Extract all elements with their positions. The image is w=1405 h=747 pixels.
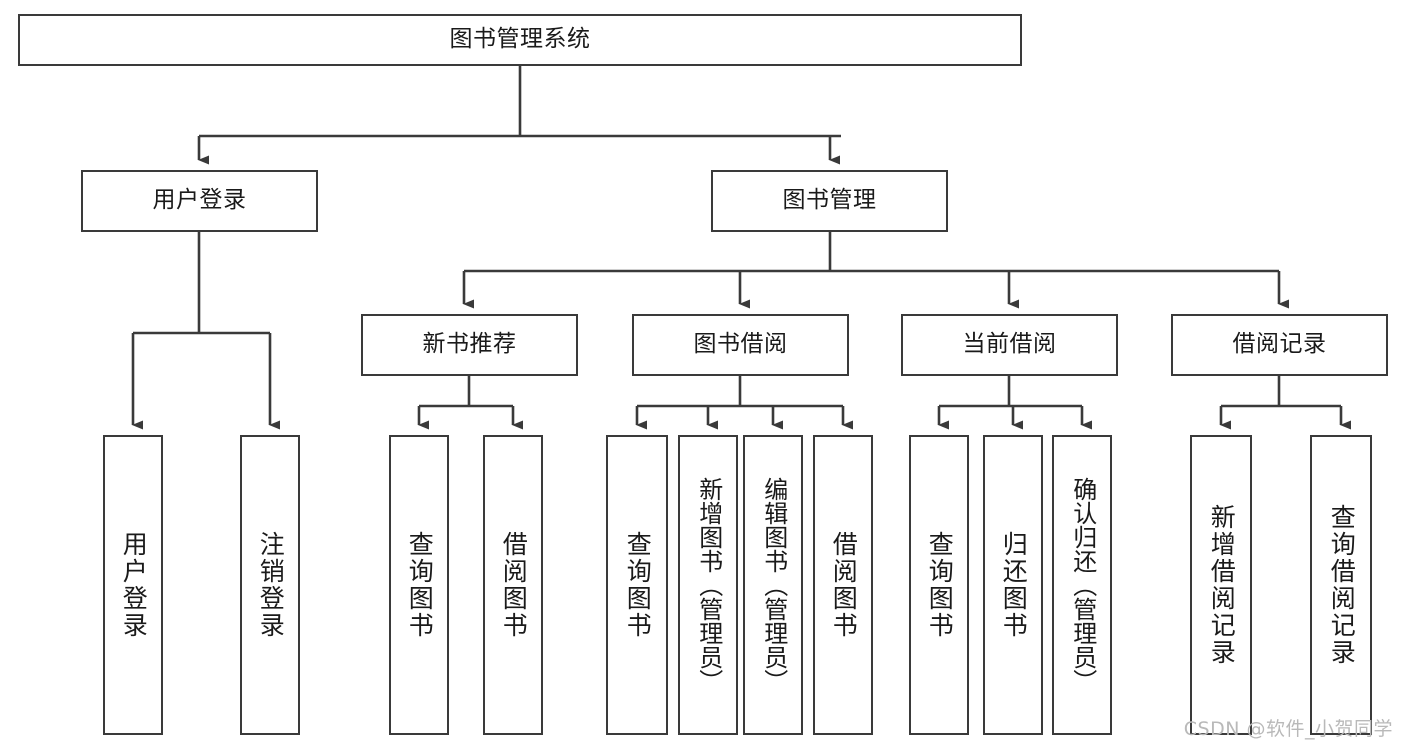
node-leaf-query-book-recommend-label: 查询图书 [405,531,435,639]
node-leaf-query-borrow-record-label: 查询借阅记录 [1327,504,1357,666]
node-leaf-return-book-label: 归还图书 [999,531,1029,639]
node-new-book-recommend[interactable]: 新书推荐 [361,314,578,376]
node-leaf-add-borrow-record-label: 新增借阅记录 [1207,504,1237,666]
node-leaf-query-book-borrow[interactable]: 查询图书 [606,435,668,735]
edges-bookborrow-to-leaves [635,376,853,430]
node-book-borrow[interactable]: 图书借阅 [632,314,849,376]
edges-root-to-level2 [197,66,841,165]
node-leaf-logout[interactable]: 注销登录 [240,435,300,735]
node-leaf-borrow-book[interactable]: 借阅图书 [813,435,873,735]
node-book-management-label: 图书管理 [782,187,877,214]
node-leaf-logout-label: 注销登录 [256,531,286,639]
edges-currentborrow-to-leaves [937,376,1092,430]
node-book-borrow-label: 图书借阅 [693,331,788,358]
edges-borrowrecord-to-leaves [1219,376,1351,430]
node-leaf-add-book-admin[interactable]: 新增图书（管理员） [678,435,738,735]
node-root-book-management-system[interactable]: 图书管理系统 [18,14,1022,66]
node-leaf-query-borrow-record[interactable]: 查询借阅记录 [1310,435,1372,735]
node-leaf-add-book-admin-label: 新增图书（管理员） [694,477,723,693]
node-leaf-query-book-current[interactable]: 查询图书 [909,435,969,735]
node-leaf-query-book-borrow-label: 查询图书 [623,531,653,639]
node-book-management[interactable]: 图书管理 [711,170,948,232]
node-root-label: 图书管理系统 [449,26,591,53]
edges-newbook-to-leaves [417,376,523,430]
node-leaf-query-book-current-label: 查询图书 [925,531,955,639]
node-current-borrow-label: 当前借阅 [962,331,1057,358]
node-leaf-user-login[interactable]: 用户登录 [103,435,163,735]
node-leaf-user-login-label: 用户登录 [119,531,149,639]
node-leaf-borrow-book-recommend-label: 借阅图书 [499,531,529,639]
node-user-login[interactable]: 用户登录 [81,170,318,232]
node-borrow-record-label: 借阅记录 [1232,331,1327,358]
node-leaf-confirm-return-admin[interactable]: 确认归还（管理员） [1052,435,1112,735]
node-leaf-query-book-recommend[interactable]: 查询图书 [389,435,449,735]
node-leaf-edit-book-admin-label: 编辑图书（管理员） [759,477,788,693]
node-leaf-confirm-return-admin-label: 确认归还（管理员） [1068,477,1097,693]
node-leaf-add-borrow-record[interactable]: 新增借阅记录 [1190,435,1252,735]
node-new-book-recommend-label: 新书推荐 [422,331,517,358]
watermark-text: CSDN @软件_小贺同学 [1183,718,1393,740]
edges-userlogin-to-leaves [131,232,280,430]
node-leaf-edit-book-admin[interactable]: 编辑图书（管理员） [743,435,803,735]
node-leaf-borrow-book-recommend[interactable]: 借阅图书 [483,435,543,735]
node-current-borrow[interactable]: 当前借阅 [901,314,1118,376]
node-leaf-borrow-book-label: 借阅图书 [829,531,859,639]
node-borrow-record[interactable]: 借阅记录 [1171,314,1388,376]
node-leaf-return-book[interactable]: 归还图书 [983,435,1043,735]
edges-bookmanage-to-level3 [462,232,1289,309]
node-user-login-label: 用户登录 [152,187,247,214]
